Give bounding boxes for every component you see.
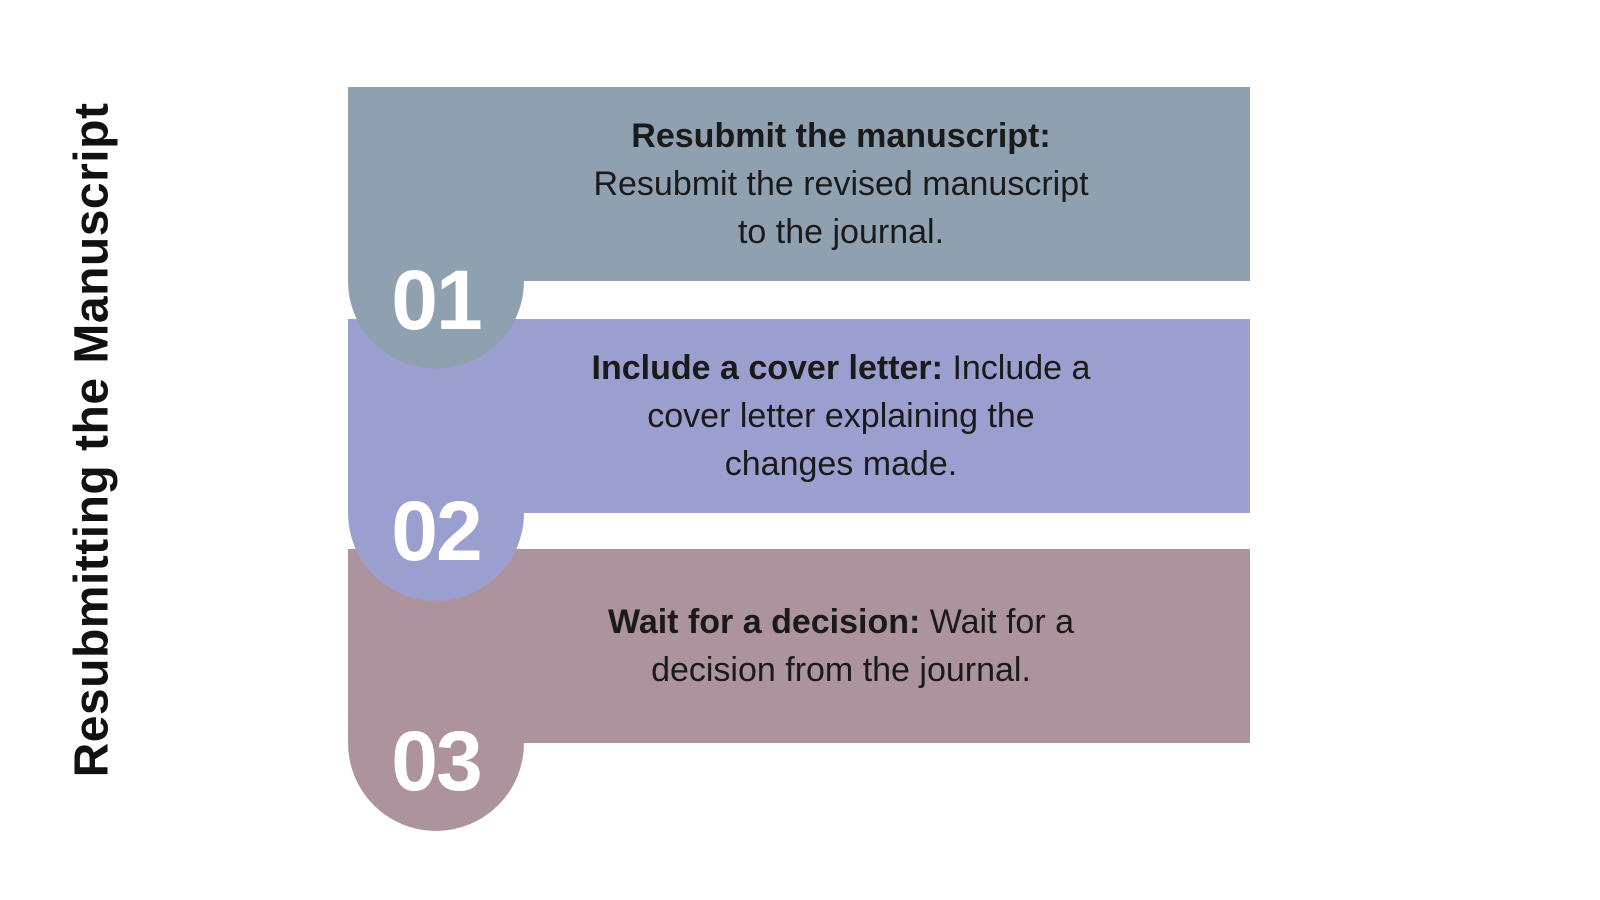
step-body-text: Resubmit the revised manuscript [593, 165, 1089, 203]
step-text-line: changes made. [580, 440, 1102, 488]
step-body-text: changes made. [724, 445, 958, 483]
step-text-3: Wait for a decision: Wait for a decision… [348, 598, 1250, 694]
step-text-1: Resubmit the manuscript: Resubmit the re… [348, 112, 1250, 256]
step-number-circle-2 [348, 425, 524, 601]
step-text-line: Resubmit the revised manuscript [580, 160, 1102, 208]
step-band-3: Wait for a decision: Wait for a decision… [348, 549, 1250, 743]
step-number-3: 03 [391, 714, 482, 808]
step-title-text: Wait for a decision: [608, 603, 921, 641]
step-text-2: Include a cover letter: Include a cover … [348, 344, 1250, 488]
step-body-text: to the journal. [737, 213, 945, 251]
step-text-line: decision from the journal. [580, 646, 1102, 694]
step-number-1: 01 [391, 253, 482, 347]
step-title-text: Include a cover letter: [591, 349, 943, 387]
vertical-title: Resubmitting the Manuscript [65, 102, 119, 778]
step-body-text: Include a [943, 349, 1091, 387]
step-number-circle-1 [348, 193, 524, 369]
step-number-2: 02 [391, 484, 482, 578]
step-text-line: Resubmit the manuscript: [580, 112, 1102, 160]
step-body-text: Wait for a [920, 603, 1074, 641]
step-number-circle-3 [348, 655, 524, 831]
step-body-text: cover letter explaining the [647, 397, 1035, 435]
step-text-line: Wait for a decision: Wait for a [580, 598, 1102, 646]
step-title-text: Resubmit the manuscript: [631, 117, 1051, 155]
step-text-line: cover letter explaining the [580, 392, 1102, 440]
step-text-line: Include a cover letter: Include a [580, 344, 1102, 392]
step-body-text: decision from the journal. [651, 651, 1031, 689]
step-text-line: to the journal. [580, 208, 1102, 256]
